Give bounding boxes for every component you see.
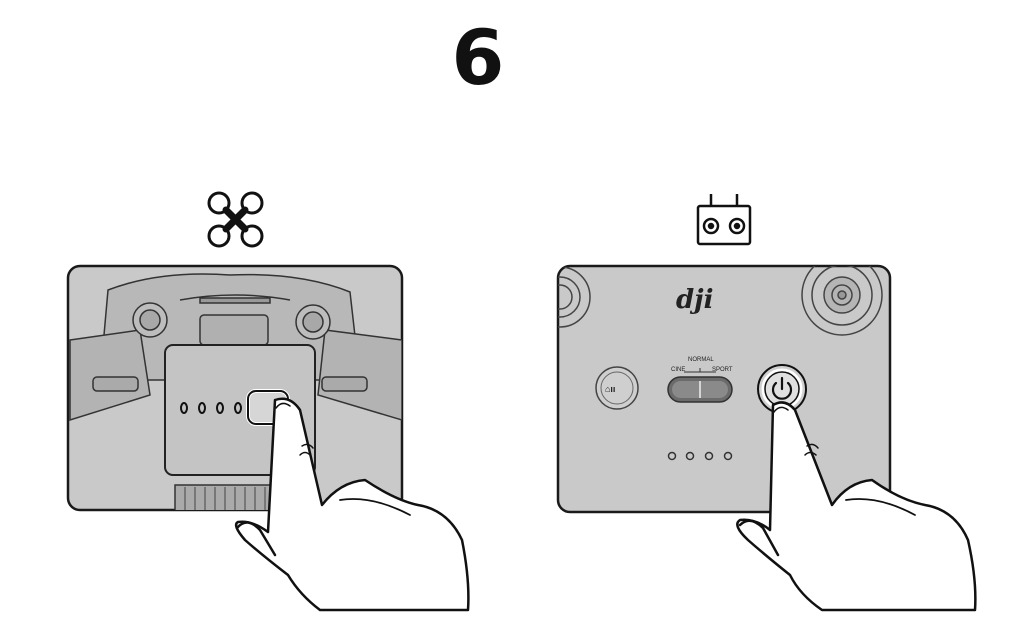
dji-logo: dji bbox=[676, 285, 713, 315]
hand-right bbox=[736, 401, 977, 612]
mode-label-cine: CINE bbox=[671, 367, 685, 373]
remote-controller-icon bbox=[696, 194, 752, 246]
aircraft-battery-led bbox=[180, 402, 242, 414]
mode-label-normal: NORMAL bbox=[688, 357, 714, 363]
controller-panel: dji ⌂ıı CINE NORMAL SPORT bbox=[556, 264, 892, 514]
rth-button[interactable]: ⌂ıı bbox=[595, 366, 639, 410]
flight-mode-switch[interactable] bbox=[667, 368, 733, 403]
mode-label-sport: SPORT bbox=[712, 367, 733, 373]
hand-left bbox=[234, 397, 470, 612]
power-icon bbox=[771, 381, 793, 400]
aircraft-panel bbox=[66, 264, 404, 512]
controller-battery-led bbox=[667, 451, 733, 461]
drone-icon bbox=[207, 191, 264, 248]
svg-text:⌂ıı: ⌂ıı bbox=[605, 384, 615, 394]
step-number: 6 bbox=[451, 13, 505, 102]
